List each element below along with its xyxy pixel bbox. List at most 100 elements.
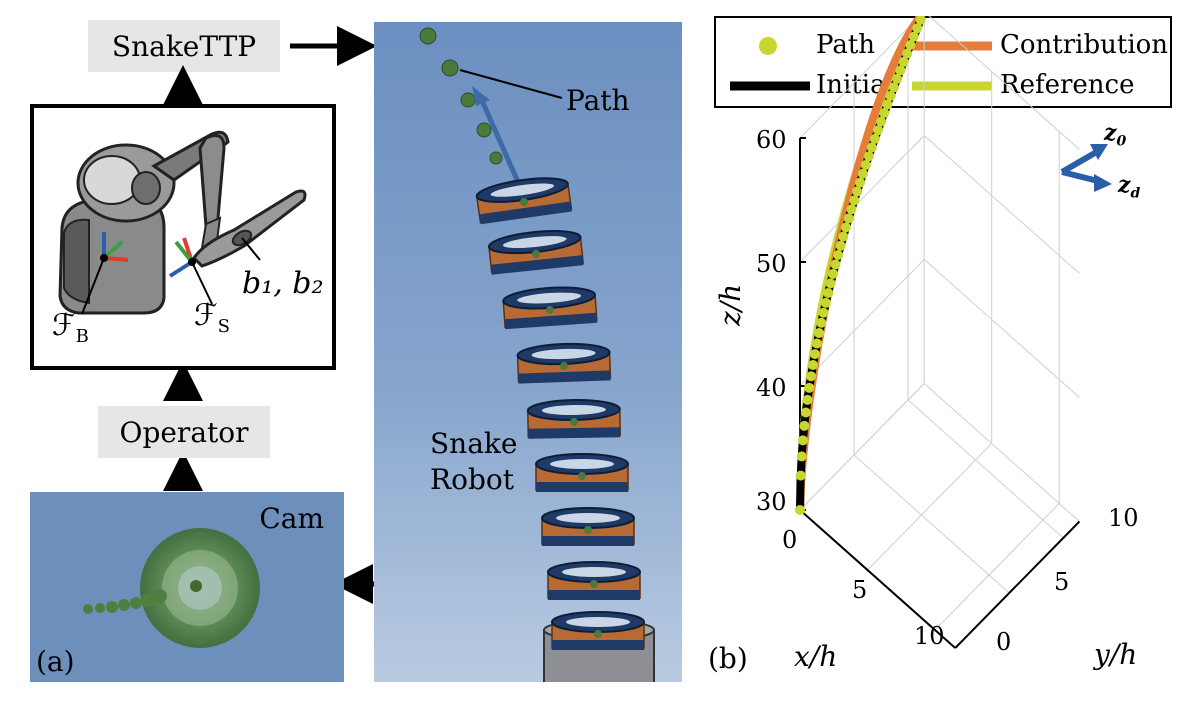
x-tick-10: 10 <box>914 622 945 650</box>
ring-hole <box>517 292 582 304</box>
chart-grid <box>799 16 1080 649</box>
series-path-point <box>902 48 913 59</box>
z-tick-30: 30 <box>756 488 787 516</box>
series-path-point <box>802 394 813 405</box>
ring-path-dot <box>570 418 578 426</box>
buttons-label: b₁, b₂ <box>242 266 324 301</box>
y-axis-line <box>954 520 1081 649</box>
series-path-point <box>800 407 811 418</box>
ring-path-dot <box>546 306 554 314</box>
ring-hole <box>556 513 620 523</box>
frame-b-y-axis <box>102 240 124 260</box>
series-path-point <box>796 451 807 462</box>
snake-ring <box>516 342 612 384</box>
z0-arrow <box>1060 147 1102 175</box>
series-path-point <box>882 99 893 110</box>
ring-hole <box>550 459 614 469</box>
ring-hole <box>502 236 567 249</box>
series-path-point <box>869 133 880 144</box>
z-tick-50: 50 <box>756 250 787 278</box>
chart-series <box>795 16 927 515</box>
ring-hole <box>566 617 630 627</box>
series-path-point <box>857 168 868 179</box>
frame-b-label: ℱB <box>52 308 89 347</box>
series-path-point <box>807 360 818 371</box>
path-label: Path <box>566 84 630 117</box>
y-tick-5: 5 <box>1054 568 1070 596</box>
ring-lower <box>542 536 634 546</box>
series-path-point <box>838 231 849 242</box>
legend-reference: Reference <box>1000 70 1135 100</box>
grid-line <box>928 16 1080 150</box>
chart-legend: Path Contribution Initial Reference <box>714 16 1172 108</box>
legend-path: Path <box>816 30 876 60</box>
ring-hole <box>562 567 626 577</box>
snake-ring <box>487 230 585 275</box>
ring-lower <box>490 255 584 275</box>
ring-path-dot <box>584 526 592 534</box>
ring-path-dot <box>578 472 586 480</box>
snake-ring <box>502 286 598 330</box>
camera-view: Cam (a) <box>30 492 344 682</box>
z0-label: z0 <box>1104 120 1127 150</box>
snake-ring <box>551 611 645 650</box>
ring-lower <box>552 640 644 650</box>
snake-rings <box>475 177 645 650</box>
x-tick-5: 5 <box>852 576 868 604</box>
cam-label: Cam <box>259 502 324 535</box>
snake-robot-simulation: Path Snake Robot <box>374 22 682 682</box>
zd-label: zd <box>1118 172 1141 202</box>
series-reference <box>796 16 926 514</box>
grid-line <box>923 135 1080 274</box>
snake-ring <box>526 398 622 439</box>
snake-ring <box>541 507 635 546</box>
grid-line <box>799 135 925 263</box>
snake-robot-label-line2: Robot <box>430 463 514 496</box>
series-path-point <box>860 159 871 170</box>
frame-b-x-axis <box>103 256 129 262</box>
frame-s-z-axis <box>168 260 194 278</box>
ring-lower <box>479 201 572 225</box>
ring-lower <box>518 370 611 384</box>
series-path-point <box>898 56 909 67</box>
series-path-point <box>835 240 846 251</box>
ring-path-dot <box>590 580 598 588</box>
snake-ring <box>475 177 573 225</box>
series-path-point <box>806 371 817 382</box>
operator-box: Operator <box>98 406 270 458</box>
series-path-point <box>908 31 919 42</box>
grid-line <box>907 399 1064 539</box>
x-tick-0: 0 <box>782 526 798 554</box>
series-path-point <box>905 40 916 51</box>
ring-hole <box>490 183 555 197</box>
camera-view-render <box>83 528 260 648</box>
ring-lower <box>548 590 640 600</box>
series-path-point <box>795 470 806 481</box>
grid-line <box>853 454 1010 594</box>
series-path-point <box>830 259 841 270</box>
snakettp-label: SnakeTTP <box>111 29 257 63</box>
series-path-point <box>885 90 896 101</box>
series-path-point <box>811 338 822 349</box>
grid-line <box>923 259 1080 398</box>
z-axis-label: z/h <box>714 283 747 326</box>
ring-path-dot <box>594 630 602 638</box>
series-path-point <box>866 142 877 153</box>
series-path-point <box>797 435 808 446</box>
snake-ring <box>535 453 629 492</box>
grid-line <box>799 259 925 387</box>
series-path-point <box>912 23 923 34</box>
snake-robot-label-line1: Snake <box>430 427 518 460</box>
series-path-point <box>841 222 852 233</box>
y-tick-10: 10 <box>1108 504 1139 532</box>
ring-path-dot <box>560 362 568 370</box>
panel-b-label: (b) <box>708 642 748 675</box>
operator-label: Operator <box>119 415 249 449</box>
ring-lower <box>504 312 598 330</box>
grid-line <box>934 503 1060 631</box>
trajectory-chart: Path Contribution Initial Reference z0 z… <box>700 16 1194 696</box>
grid-line <box>867 443 993 571</box>
grid-line <box>799 16 921 139</box>
z-tick-60: 60 <box>756 126 787 154</box>
series-path-point <box>799 420 810 431</box>
